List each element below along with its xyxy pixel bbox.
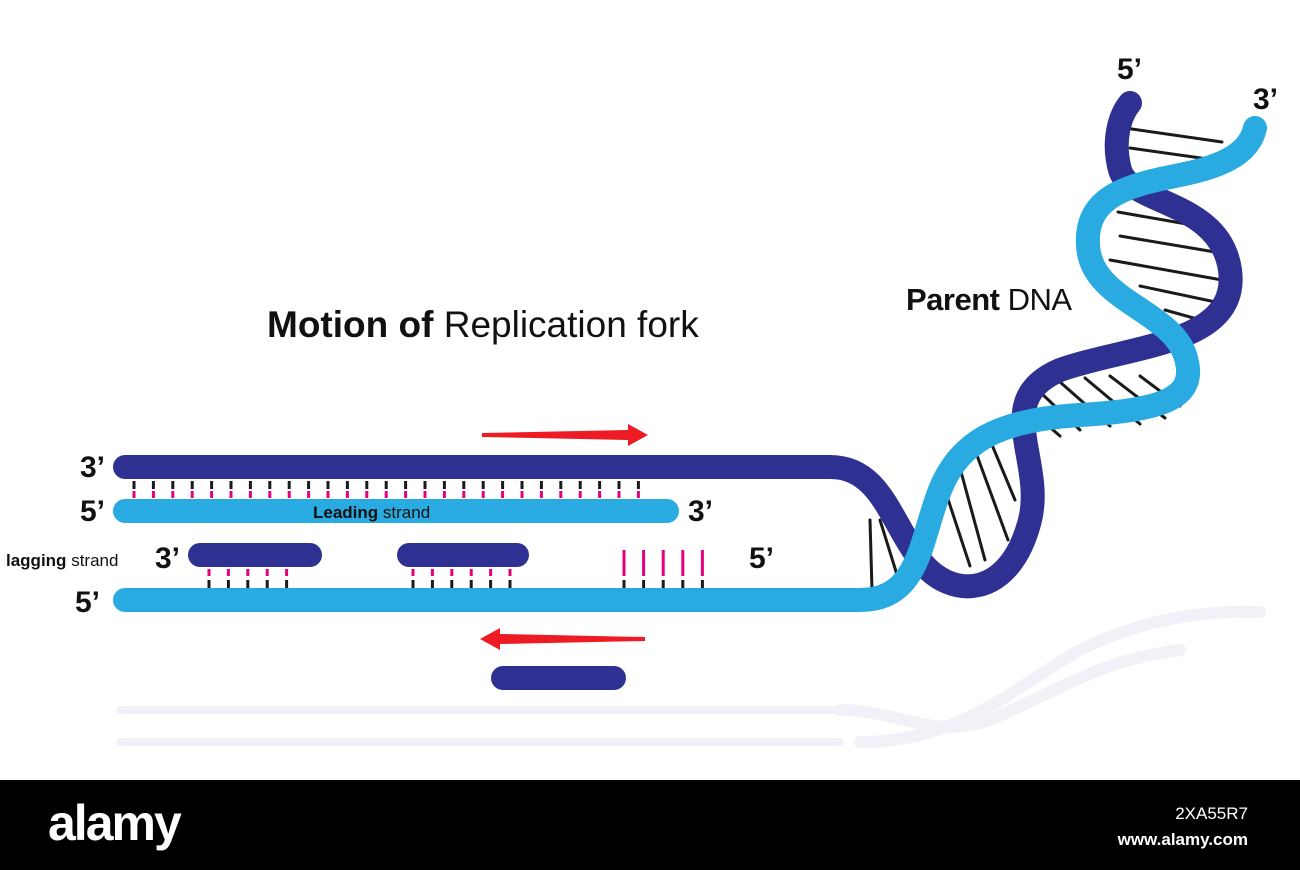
title-regular: Replication fork [443,304,699,345]
watermark-url: www.alamy.com [1117,830,1248,849]
title-bold: Motion of [267,304,434,345]
alamy-logo: alamy [48,795,182,851]
leading-regular: strand [382,503,431,522]
parent-strand-light [113,116,1267,612]
lagging-strand-label: lagging strand [6,551,118,571]
reflection [116,605,1266,748]
end-lagging-right: 5’ [749,542,775,575]
fork-direction-arrow [482,424,648,446]
lagging-regular: strand [71,551,119,570]
diagram-title: Motion of Replication fork [267,304,699,346]
parent-dna-label: Parent DNA [906,282,1072,318]
end-helix-top-left: 5’ [1117,53,1143,86]
lagging-bold: lagging [6,551,67,570]
end-leading-left: 5’ [80,495,106,528]
end-leading-right: 3’ [688,495,714,528]
replication-fork-diagram [113,91,1267,748]
parent-regular: DNA [1007,282,1072,317]
leading-base-pairs [132,481,640,498]
end-helix-top-right: 3’ [1253,83,1279,116]
leading-strand-label: Leading strand [313,503,430,523]
leading-bold: Leading [313,503,379,522]
watermark-footer: alamy 2XA55R7 www.alamy.com [0,780,1300,870]
image-id: 2XA55R7 [1175,804,1248,823]
end-lagging-left: 3’ [155,542,181,575]
end-top-left: 3’ [80,451,106,484]
parent-bold: Parent [906,282,1000,317]
lagging-direction-arrow [480,628,645,650]
end-bottom-left: 5’ [75,586,101,619]
lagging-base-pairs [207,550,704,588]
